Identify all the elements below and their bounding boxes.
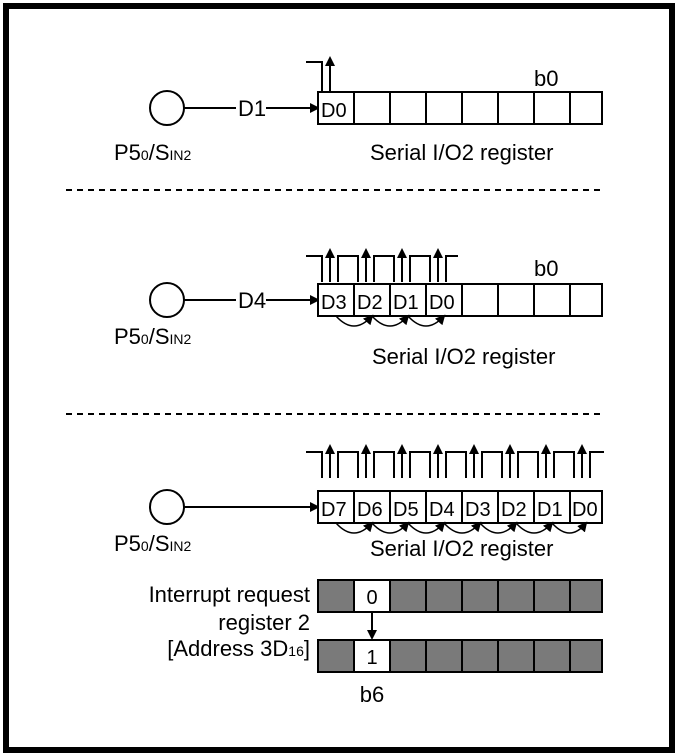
outer-border bbox=[3, 3, 675, 753]
bit6-after: 1 bbox=[366, 647, 377, 669]
input-label: D1 bbox=[238, 96, 266, 121]
register-cells bbox=[317, 490, 603, 524]
register-label: Serial I/O2 register bbox=[372, 344, 555, 369]
cell-4: D3 bbox=[465, 499, 491, 521]
interrupt-label-line2: register 2 bbox=[218, 610, 310, 635]
cell-1: D2 bbox=[357, 292, 383, 314]
bit6-before: 0 bbox=[366, 587, 377, 609]
cell-0: D0 bbox=[321, 100, 347, 122]
cell-5: D2 bbox=[501, 499, 527, 521]
pin-circle bbox=[149, 282, 185, 318]
bit-label-b0: b0 bbox=[534, 66, 558, 91]
pin-label: P50/SIN2 bbox=[114, 324, 192, 349]
cell-3: D0 bbox=[429, 292, 455, 314]
panel-1: D1 D0 b0 P50/SIN2 Serial I/O2 register bbox=[114, 56, 603, 165]
cell-6: D1 bbox=[537, 499, 563, 521]
interrupt-register: Interrupt request register 2 [Address 3D… bbox=[149, 579, 603, 707]
pin-circle bbox=[149, 489, 185, 525]
register-cells bbox=[317, 91, 603, 125]
register-label: Serial I/O2 register bbox=[370, 536, 553, 561]
panel-3: D7 D6 D5 D4 D3 D2 D1 D0 P50/SIN2 Serial … bbox=[114, 444, 604, 561]
pin-label: P50/SIN2 bbox=[114, 140, 192, 165]
register-label: Serial I/O2 register bbox=[370, 140, 553, 165]
panel-2: D4 D3 D2 D1 D0 b0 P50/SIN2 Serial I/O2 r… bbox=[114, 248, 603, 369]
interrupt-label-line1: Interrupt request bbox=[149, 582, 310, 607]
cell-2: D1 bbox=[393, 292, 419, 314]
cell-1: D6 bbox=[357, 499, 383, 521]
clock-pulse bbox=[306, 61, 323, 92]
cell-3: D4 bbox=[429, 499, 455, 521]
cell-0: D3 bbox=[321, 292, 347, 314]
register-cells bbox=[317, 283, 603, 317]
cell-0: D7 bbox=[321, 499, 347, 521]
cell-2: D5 bbox=[393, 499, 419, 521]
bit-label-b0: b0 bbox=[534, 256, 558, 281]
interrupt-label-line3: [Address 3D16] bbox=[167, 636, 310, 661]
pin-circle bbox=[149, 90, 185, 126]
pin-label: P50/SIN2 bbox=[114, 531, 192, 556]
cell-7: D0 bbox=[572, 499, 598, 521]
input-label: D4 bbox=[238, 288, 266, 313]
bit-label-b6: b6 bbox=[360, 682, 384, 707]
